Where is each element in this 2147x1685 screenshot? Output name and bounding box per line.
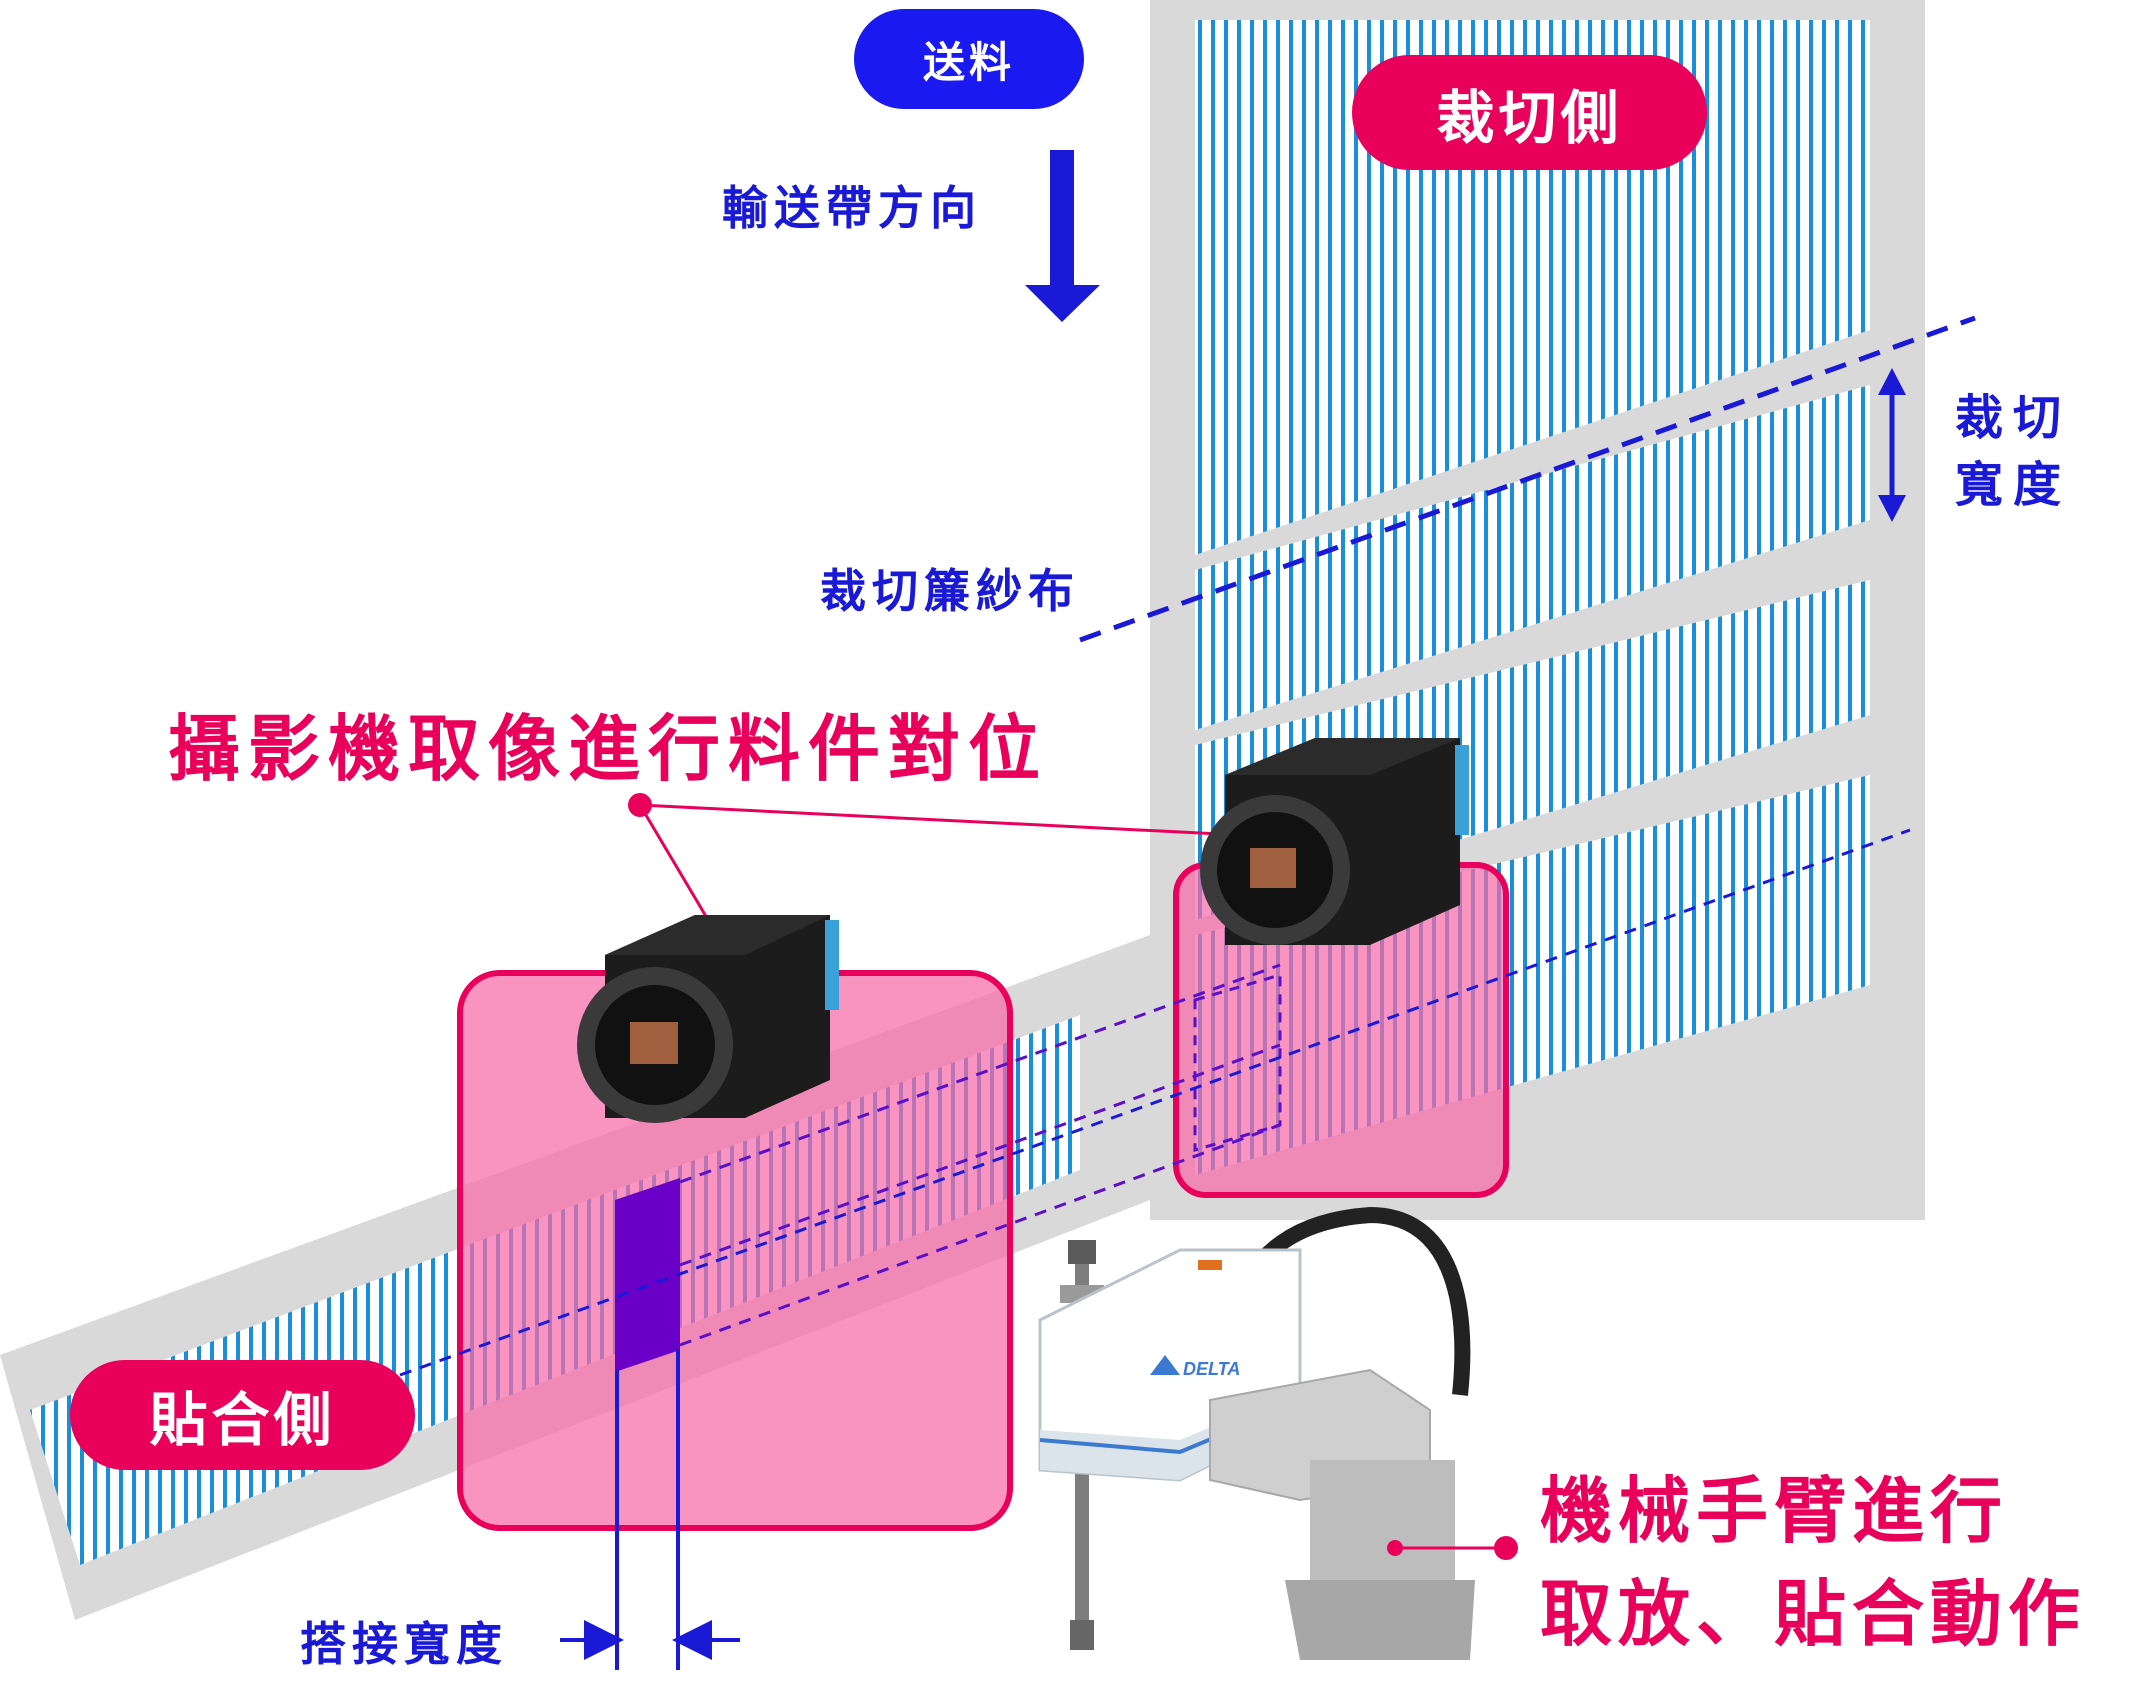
camera-callout-line	[637, 803, 1241, 941]
cut-side-pill: 裁切側	[1352, 55, 1707, 170]
fabric-roll-top	[1195, 20, 1870, 555]
fabric-cut-strip-1	[1195, 385, 1870, 730]
robot-callout-anchor	[1387, 1540, 1403, 1556]
overlap-patch	[615, 1178, 680, 1372]
cut-dash-line	[1079, 315, 1976, 643]
conveyor-arrow-head	[1025, 285, 1100, 322]
scara-robot-icon: DELTA	[1038, 1206, 1475, 1660]
robot-brand-text: DELTA	[1183, 1359, 1240, 1379]
bond-side-label: 貼合側	[149, 1386, 336, 1454]
conveyor-direction-label: 輸送帶方向	[722, 181, 982, 235]
robot-label-line2: 取放、貼合動作	[1540, 1572, 2087, 1656]
camera-cut-icon	[1200, 738, 1469, 945]
camera-alignment-label: 攝影機取像進行料件對位	[168, 707, 1049, 791]
conveyor-arrow-shaft	[1050, 150, 1074, 290]
align-dash-line-1	[399, 828, 1911, 1377]
align-dash-line-2	[679, 963, 1281, 1184]
feed-pill: 送料	[854, 9, 1084, 109]
align-dash-line-4	[679, 1123, 1281, 1347]
cut-width-label-line1: 裁切	[1955, 390, 2072, 446]
camera-bond-icon	[577, 915, 839, 1123]
cut-width-arrow-top	[1878, 368, 1906, 395]
cut-fabric-label: 裁切簾紗布	[820, 564, 1080, 618]
cut-side-label: 裁切側	[1436, 83, 1623, 152]
bond-side-pill: 貼合側	[70, 1360, 415, 1470]
robot-label-line1: 機械手臂進行	[1540, 1469, 2009, 1553]
cut-width-label-line2: 寬度	[1955, 457, 2072, 513]
feed-label: 送料	[922, 37, 1015, 87]
cut-width-arrow-bottom	[1878, 495, 1906, 522]
align-dash-line-3	[679, 1043, 1281, 1267]
overlap-width-label: 搭接寬度	[300, 1617, 508, 1671]
